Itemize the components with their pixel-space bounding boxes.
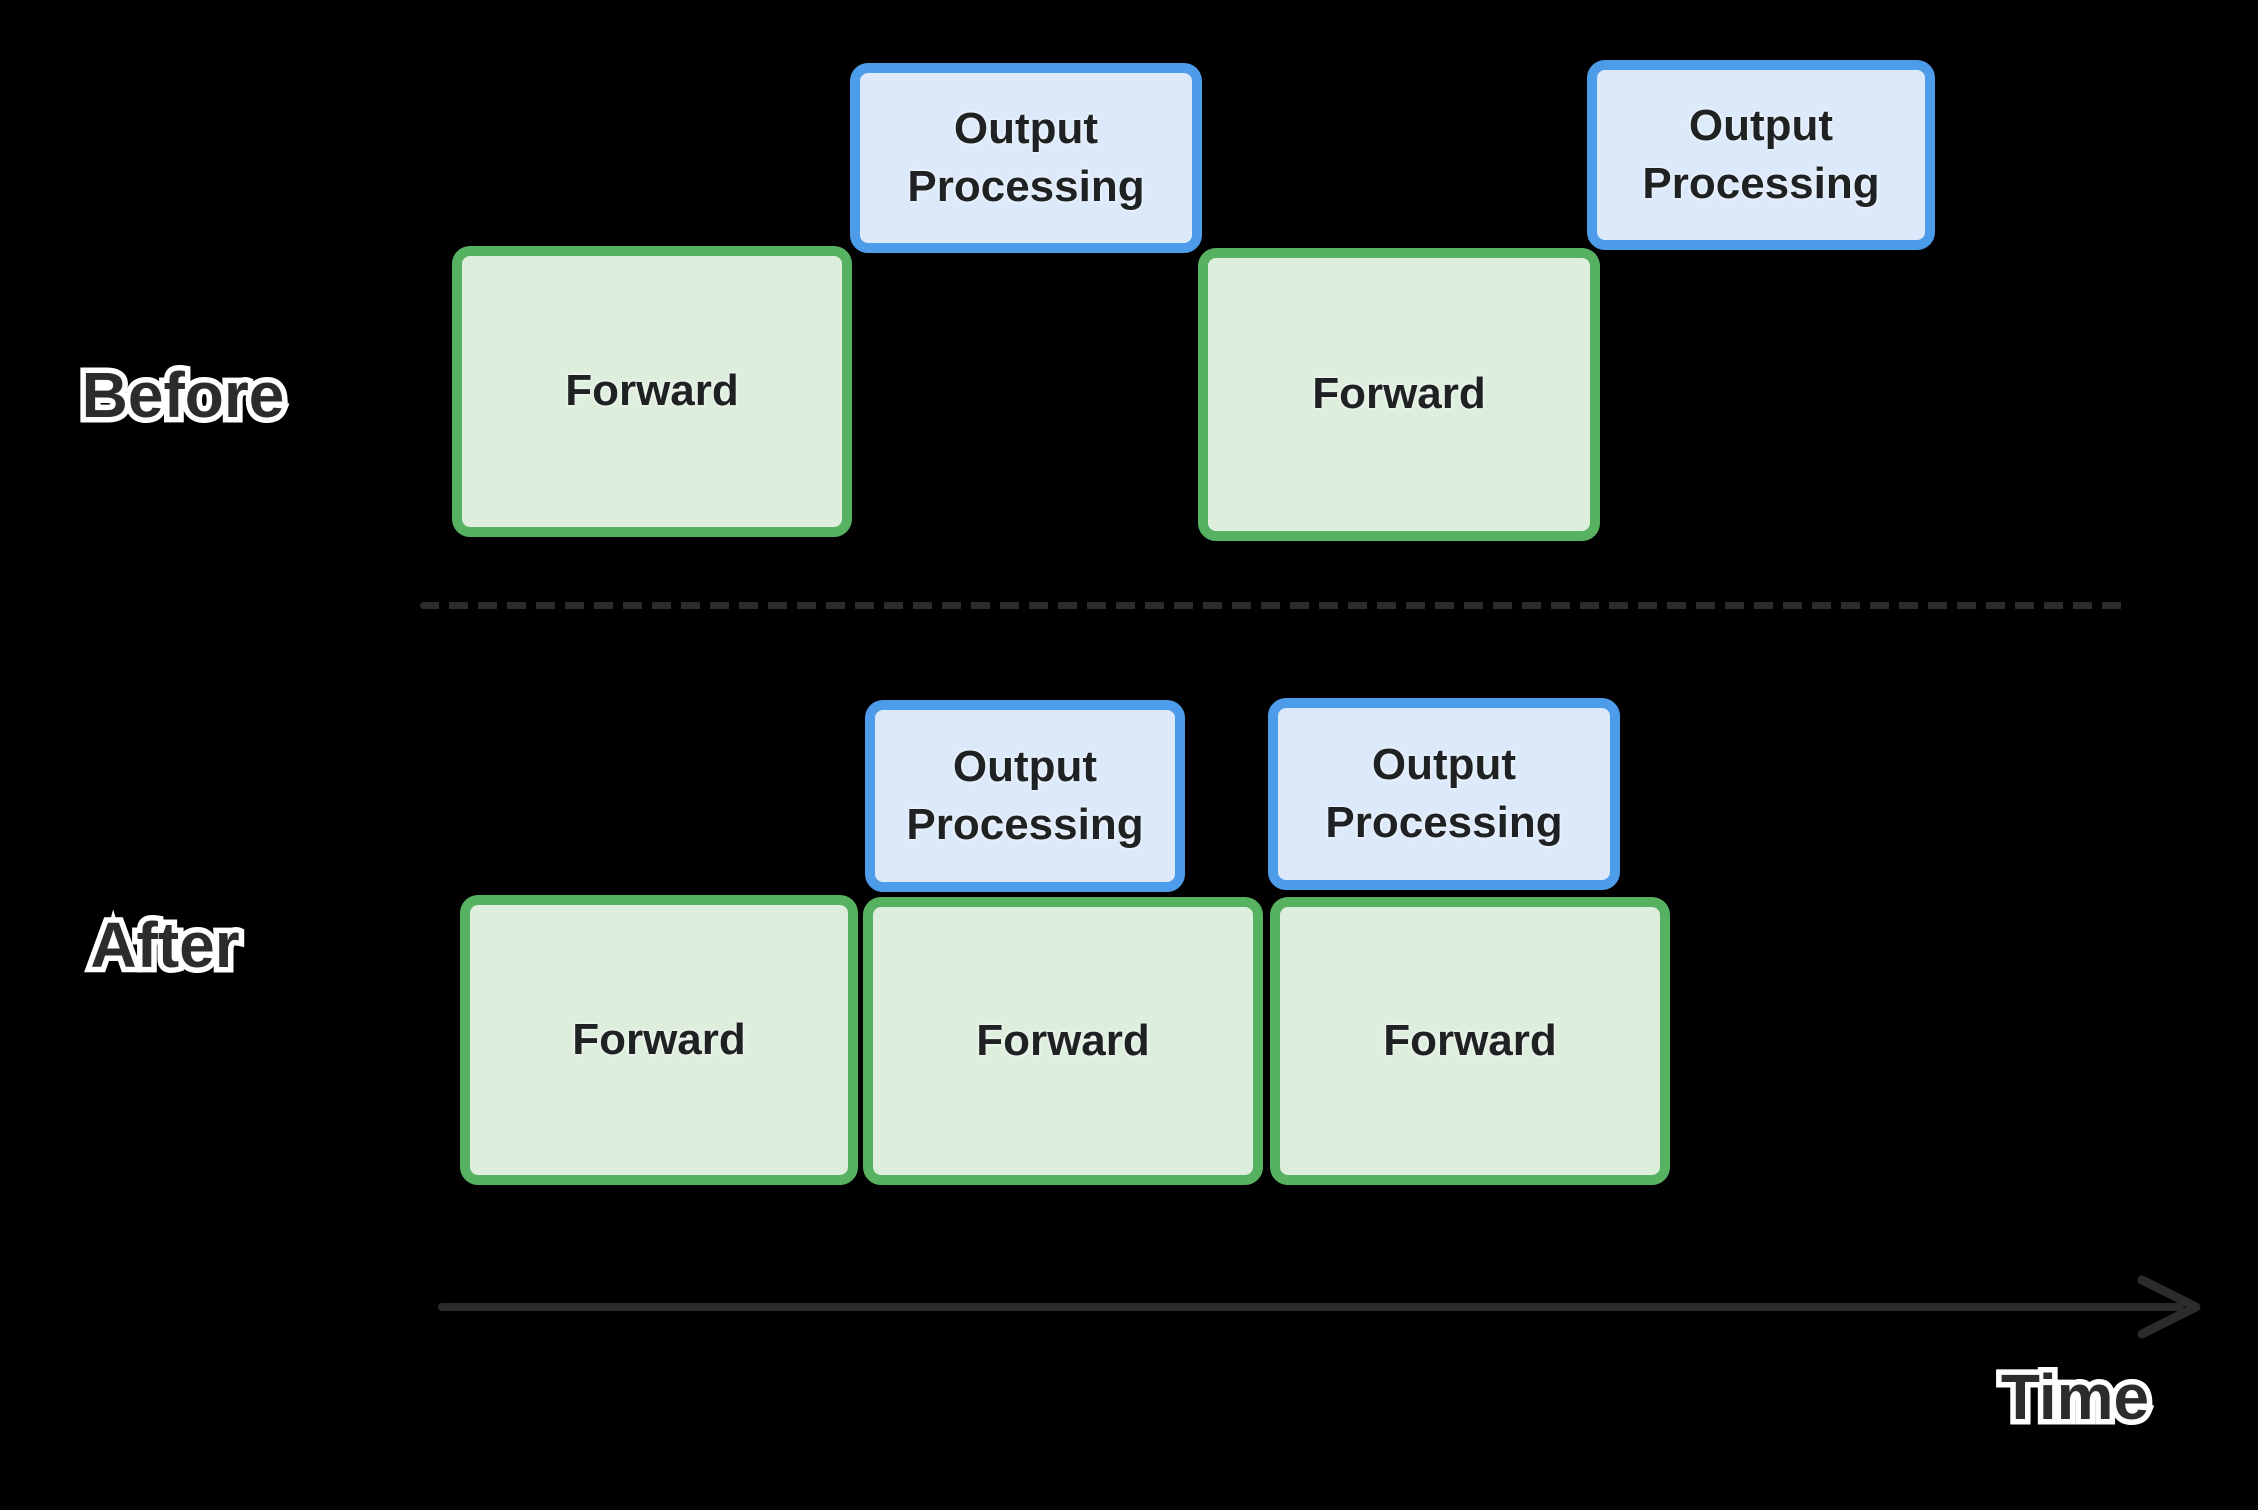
before-label-outline: Before xyxy=(76,354,290,436)
forward-label: Forward xyxy=(1312,369,1486,419)
after-forward-2-box: Forward xyxy=(863,897,1263,1185)
forward-label: Forward xyxy=(572,1014,746,1064)
output-processing-label: Output Processing xyxy=(1642,100,1880,208)
forward-label: Forward xyxy=(1383,1015,1557,1065)
before-output-processing-1-box: Output Processing xyxy=(850,63,1202,253)
time-label-outline: Time xyxy=(1995,1356,2154,1438)
after-label-text: After xyxy=(90,909,240,981)
time-label-text: Time xyxy=(2000,1361,2150,1433)
output-processing-label: Output Processing xyxy=(907,103,1145,211)
before-forward-1-box: Forward xyxy=(452,246,852,537)
time-axis-label: Time Time xyxy=(1970,1356,2180,1438)
after-forward-1-box: Forward xyxy=(460,895,858,1185)
before-label: Before Before xyxy=(58,354,308,436)
forward-label: Forward xyxy=(565,366,739,416)
after-output-processing-1-box: Output Processing xyxy=(865,700,1185,892)
output-processing-label: Output Processing xyxy=(1325,739,1563,847)
before-label-text: Before xyxy=(81,359,285,431)
before-forward-2-box: Forward xyxy=(1198,248,1600,541)
before-output-processing-2-box: Output Processing xyxy=(1587,60,1935,250)
output-processing-label: Output Processing xyxy=(906,741,1144,849)
section-divider-dashed-line xyxy=(420,602,2126,609)
after-output-processing-2-box: Output Processing xyxy=(1268,698,1620,890)
after-label-outline: After xyxy=(85,904,245,986)
forward-label: Forward xyxy=(976,1015,1150,1065)
after-forward-3-box: Forward xyxy=(1270,897,1670,1185)
after-label: After After xyxy=(55,904,275,986)
time-axis-arrow-icon xyxy=(438,1275,2201,1339)
